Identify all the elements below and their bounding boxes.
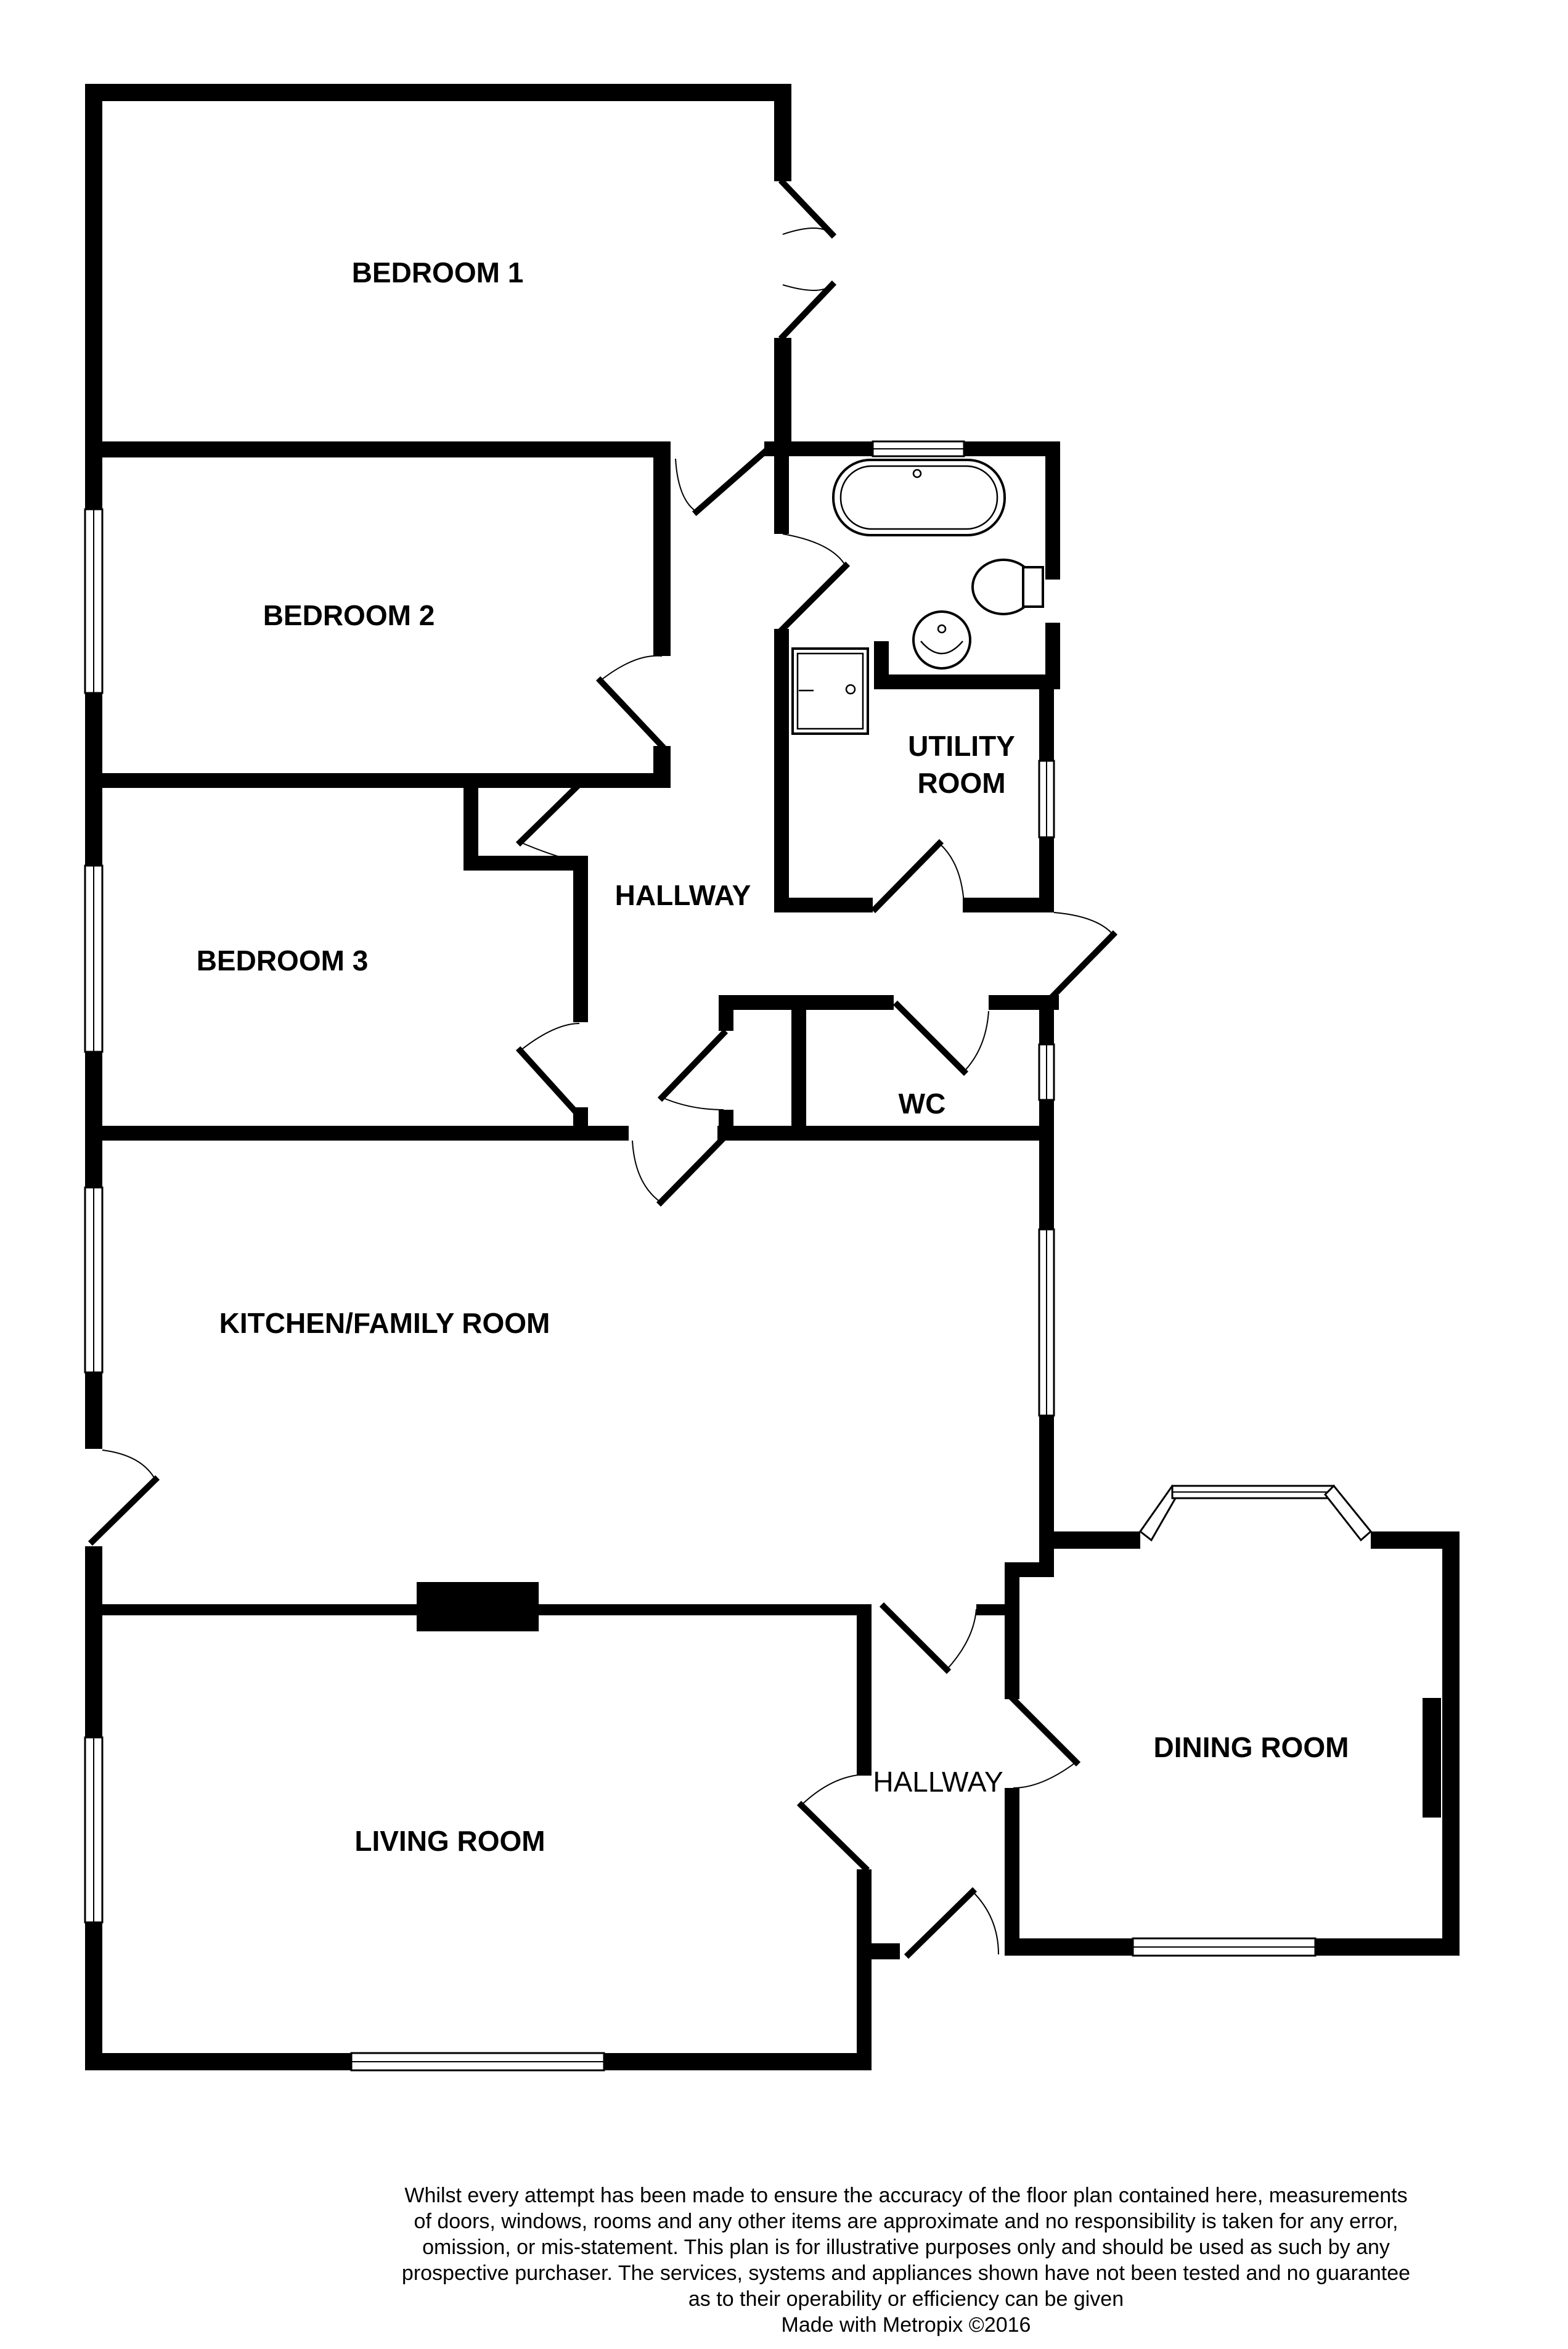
- disclaimer-line: Whilst every attempt has been made to en…: [404, 2184, 1408, 2207]
- bathroom-fixtures: [791, 459, 1044, 735]
- room-labels: BEDROOM 1 BEDROOM 2 BEDROOM 3 UTILITY RO…: [197, 256, 1349, 1857]
- label-hallway-lower: HALLWAY: [873, 1766, 1003, 1798]
- label-living-room: LIVING ROOM: [354, 1825, 545, 1857]
- disclaimer-line: as to their operability or efficiency ca…: [688, 2287, 1124, 2311]
- bathtub-icon: [832, 459, 1006, 536]
- disclaimer-line: of doors, windows, rooms and any other i…: [414, 2210, 1399, 2233]
- windows: [84, 440, 1373, 2072]
- label-dining-room: DINING ROOM: [1154, 1731, 1349, 1763]
- label-wc: WC: [899, 1088, 946, 1120]
- sink-icon: [912, 610, 971, 670]
- metropix-credit: Made with Metropix ©2016: [781, 2313, 1031, 2337]
- label-bedroom-2: BEDROOM 2: [263, 599, 435, 631]
- label-utility-line2: ROOM: [917, 767, 1005, 799]
- disclaimer-line: omission, or mis-statement. This plan is…: [422, 2236, 1390, 2259]
- label-bedroom-3: BEDROOM 3: [197, 945, 369, 977]
- disclaimer-text: Whilst every attempt has been made to en…: [321, 2183, 1492, 2338]
- walls: [85, 84, 1460, 2070]
- disclaimer-line: prospective purchaser. The services, sys…: [401, 2261, 1411, 2285]
- label-kitchen-family-room: KITCHEN/FAMILY ROOM: [219, 1307, 550, 1339]
- label-utility-line1: UTILITY: [908, 730, 1015, 762]
- label-hallway-upper: HALLWAY: [615, 879, 751, 911]
- label-bedroom-1: BEDROOM 1: [352, 256, 524, 289]
- doors: [88, 178, 1118, 1959]
